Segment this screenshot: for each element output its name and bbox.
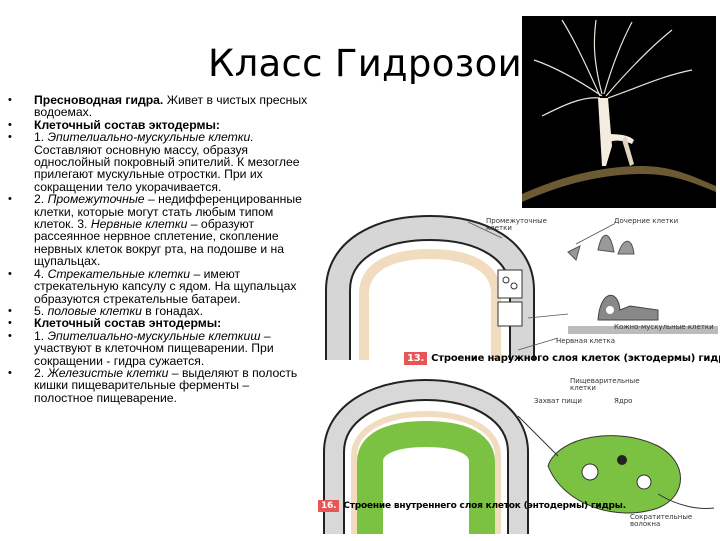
bullet-item: • Клеточный состав энтодермы: [8,317,308,329]
bullet-text: в гонадах. [141,303,203,318]
bullet-text: 1. [34,328,48,343]
bullet-text: Промежуточные [47,192,145,207]
bullet-text: – участвуют в клеточном пищеварении. При… [34,328,274,368]
bullet-text: 1. [34,130,48,145]
label-epimusc: Кожно-мускульные клетки [614,323,714,331]
bullet-text: – выделяют в полость кишки пищеварительн… [34,365,298,405]
bullet-text: 5. [34,303,48,318]
label-food: Захват пищи [534,397,582,405]
bullet-icon: • [8,304,12,317]
bullet-icon: • [8,193,12,206]
bullet-item: • 2. Промежуточные – недифференцированны… [8,193,308,267]
bullet-text: 2. [34,365,48,380]
bullet-item: • 1. Эпителиально-мускульные клетки. Сост… [8,131,308,193]
bullet-text: Эпителиально-мускульные клеткиш [47,328,261,343]
bullet-icon: • [8,267,12,280]
bullet-icon: • [8,94,12,106]
bullet-text: Клеточный состав эктодермы: [34,117,220,132]
bullet-text: Стрекательные клетки [47,266,191,281]
label-muscle: Сократительные волокна [630,513,693,528]
ectoderm-caption: 13.Строение наружного слоя клеток (эктод… [404,352,720,365]
bullet-icon: • [8,118,12,131]
label-stinging: Дочерние клетки [614,217,679,225]
bullet-text: Эпителиально-мускульные клетки. [47,130,254,145]
bullet-text: половые клетки [47,303,142,318]
hydra-photo [522,16,716,208]
bullet-list: • Пресноводная гидра. Живет в чистых прес… [8,94,308,404]
bullet-text: Клеточный состав энтодермы: [34,316,222,331]
label-nerve: Нервная клетка [556,337,616,345]
bullet-icon: • [8,366,12,379]
bullet-item: • Пресноводная гидра. Живет в чистых прес… [8,94,308,119]
bullet-text: – имеют стрекательную капсулу с ядом. На… [34,266,297,306]
entoderm-figure: Пищеварительные клетки Захват пищи Ядро … [318,376,718,536]
slide-title: Класс Гидрозои [208,42,522,85]
bullet-icon: • [8,329,12,342]
label-digestive: Пищеварительные клетки [570,377,640,392]
bullet-item: • 2. Железистые клетки – выделяют в полос… [8,367,308,404]
bullet-text: Живет в чистых пресных водоемах. [34,93,308,120]
label-nucleus: Ядро [614,397,633,405]
caption-text: Строение внутреннего слоя клеток (энтоде… [343,501,626,511]
bullet-item: • 4. Стрекательные клетки – имеют стрека… [8,266,308,306]
caption-number: 16. [318,500,340,512]
bullet-item: • 5. половые клетки в гонадах. [8,305,308,317]
bullet-text: Пресноводная гидра. [34,93,164,107]
bullet-text: 4. [34,266,48,281]
bullet-text: – недифференцированные клетки, которые м… [34,192,302,232]
bullet-text: Железистые клетки [47,365,169,380]
bullet-text: Нервные клетки [90,217,188,232]
caption-number: 13. [404,352,428,365]
bullet-text: Составляют основную массу, образуя однос… [34,142,300,194]
entoderm-caption: 16.Строение внутреннего слоя клеток (энт… [318,500,626,512]
label-intermediate: Промежуточные клетки [486,217,547,232]
bullet-text: – образуют рассеянное нервное сплетение,… [34,217,285,269]
bullet-text: 2. [34,192,48,207]
bullet-icon: • [8,131,12,144]
ectoderm-figure: Промежуточные клетки Дочерние клетки Нер… [318,210,718,380]
bullet-item: • 1. Эпителиально-мускульные клеткиш – уч… [8,330,308,367]
bullet-item: • Клеточный состав эктодермы: [8,119,308,131]
bullet-icon: • [8,317,12,330]
caption-text: Строение наружного слоя клеток (эктодерм… [431,353,720,364]
